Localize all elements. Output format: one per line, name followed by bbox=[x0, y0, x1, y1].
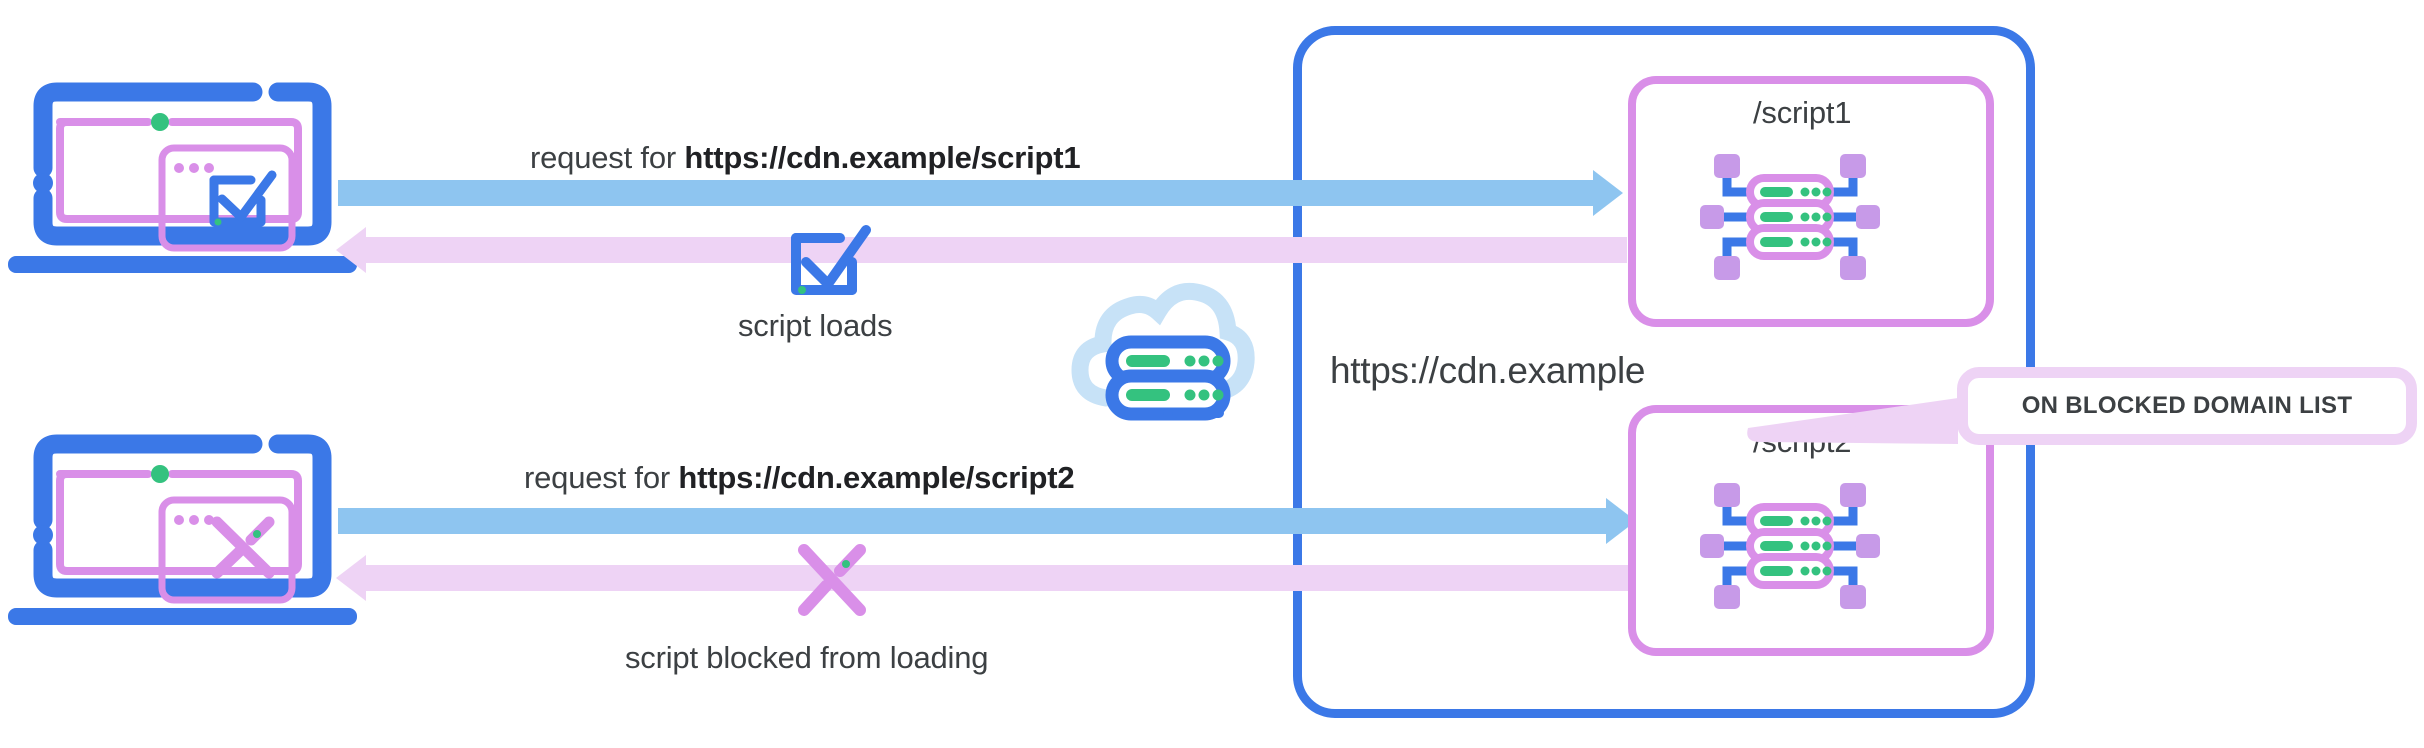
request-arrow-allowed bbox=[338, 180, 1593, 206]
request-label-blocked: request for https://cdn.example/script2 bbox=[524, 460, 1075, 496]
script-title-allowed: /script1 bbox=[1753, 95, 1852, 130]
request-url-allowed: https://cdn.example/script1 bbox=[684, 140, 1081, 175]
request-prefix-allowed: request for bbox=[530, 140, 685, 175]
server-rack-icon-allowed bbox=[1700, 152, 1880, 282]
client-laptop-blocked bbox=[8, 412, 368, 682]
request-arrowhead-allowed bbox=[1593, 170, 1623, 216]
response-arrowhead-blocked bbox=[336, 555, 366, 601]
cdn-domain-label: https://cdn.example bbox=[1330, 350, 1646, 391]
status-caption-allowed: script loads bbox=[738, 308, 893, 343]
status-icon-blocked bbox=[790, 538, 874, 622]
status-icon-allowed bbox=[782, 218, 874, 310]
request-prefix-blocked: request for bbox=[524, 460, 679, 495]
callout-tail bbox=[1700, 380, 2040, 490]
status-caption-blocked: script blocked from loading bbox=[625, 640, 989, 675]
server-rack-icon-blocked bbox=[1700, 481, 1880, 611]
request-label-allowed: request for https://cdn.example/script1 bbox=[530, 140, 1081, 176]
request-arrow-blocked bbox=[338, 508, 1606, 534]
blocked-domain-callout: ON BLOCKED DOMAIN LIST bbox=[1957, 367, 2417, 445]
response-arrowhead-allowed bbox=[336, 227, 366, 273]
callout-label: ON BLOCKED DOMAIN LIST bbox=[2021, 392, 2353, 419]
cloud-server-icon bbox=[1068, 282, 1255, 428]
response-arrow-allowed bbox=[366, 237, 1627, 263]
response-arrow-blocked bbox=[366, 565, 1641, 591]
request-url-blocked: https://cdn.example/script2 bbox=[678, 460, 1075, 495]
client-laptop-allowed bbox=[8, 60, 368, 330]
